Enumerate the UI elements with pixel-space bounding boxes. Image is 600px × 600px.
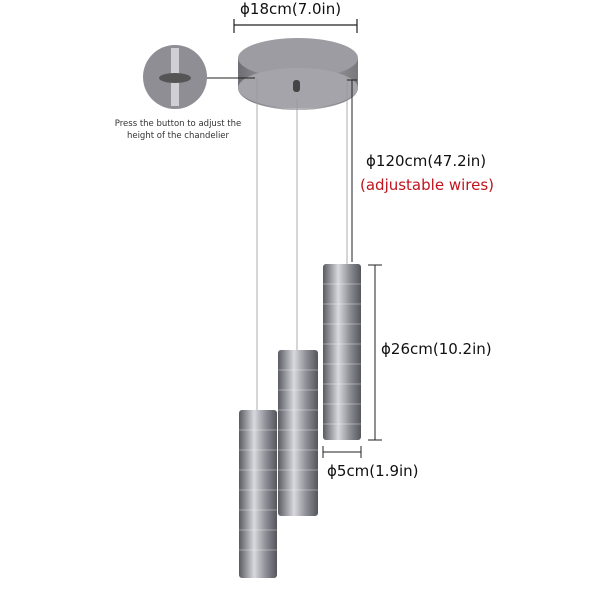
- button-detail-icon: [143, 45, 255, 109]
- pendant-right: [323, 264, 361, 440]
- callout-line-2: height of the chandelier: [126, 131, 230, 141]
- pendant-left: [239, 410, 277, 578]
- pendant-middle: [278, 350, 318, 516]
- canopy-dimension-line: [233, 19, 358, 33]
- wire-dimension-line: [347, 79, 357, 262]
- callout-line-1: Press the button to adjust the: [114, 119, 242, 129]
- canopy-diameter-label: ϕ18cm(7.0in): [240, 0, 342, 18]
- wire-length-label: ϕ120cm(47.2in): [366, 152, 487, 170]
- canopy: [238, 38, 358, 110]
- pendant-height-dimension-line: [368, 264, 382, 441]
- pendant-diameter-dimension-line: [322, 446, 362, 458]
- pendant-diameter-label: ϕ5cm(1.9in): [327, 462, 419, 480]
- pendant-height-label: ϕ26cm(10.2in): [381, 340, 492, 358]
- adjustable-wires-note: (adjustable wires): [360, 176, 494, 194]
- button-callout-text: Press the button to adjust the height of…: [108, 118, 248, 142]
- wires: [256, 76, 348, 412]
